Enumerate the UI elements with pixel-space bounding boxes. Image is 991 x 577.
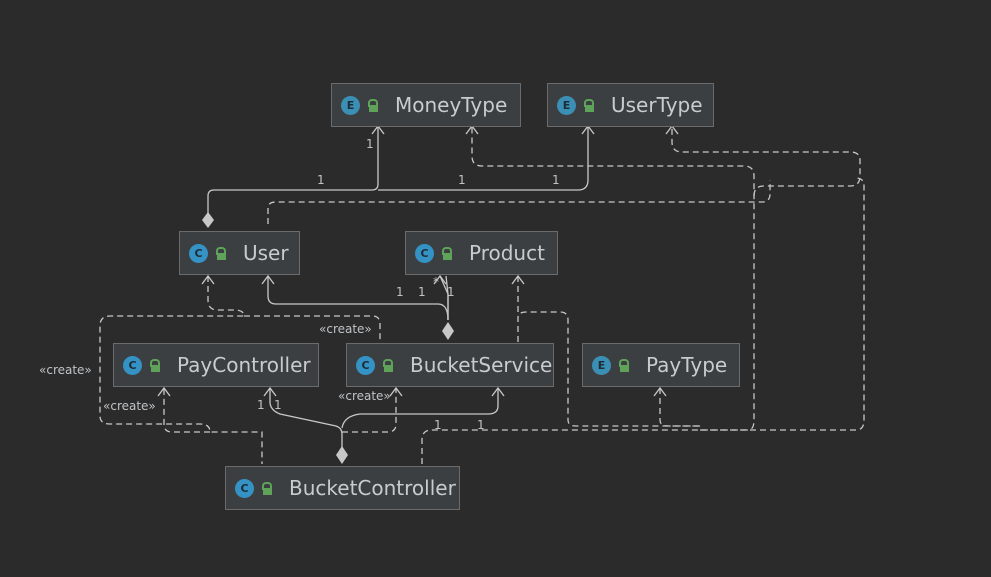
node-title: UserType <box>611 93 703 117</box>
enum-icon: E <box>592 355 611 375</box>
class-icon: C <box>235 478 254 498</box>
edge-user-usertype <box>378 126 589 191</box>
node-pay-controller[interactable]: C PayController <box>113 343 319 387</box>
edge-paycontroller-user <box>99 276 263 464</box>
edge-bucketcontroller-paytype <box>700 177 865 431</box>
multiplicity-label: 1 <box>447 285 455 299</box>
edge-user-to-right <box>267 180 771 224</box>
multiplicity-label: 1 <box>477 418 485 432</box>
node-bucket-service[interactable]: C BucketService <box>346 343 554 387</box>
stereotype-label: «create» <box>338 389 391 403</box>
arrowhead-bucketservice-2 <box>491 386 505 397</box>
lock-icon <box>261 482 272 495</box>
arrowhead-user-1 <box>201 274 215 285</box>
node-title: Product <box>469 241 545 265</box>
edge-bucketservice-product-dash <box>517 311 700 427</box>
arrowhead-paycontroller-2 <box>263 386 277 397</box>
node-title: BucketService <box>410 353 553 377</box>
multiplicity-label: * <box>433 275 439 289</box>
lock-icon <box>382 359 393 372</box>
node-user-type[interactable]: E UserType <box>547 83 714 127</box>
arrowhead-product-2 <box>511 274 525 285</box>
lock-icon <box>149 359 160 372</box>
diamond-bucketservice <box>442 322 454 340</box>
edge-bucketcontroller-paycontroller <box>269 388 343 450</box>
arrowhead-product-1 <box>433 274 447 285</box>
edge-bucketcontroller-create-bucket <box>342 388 397 433</box>
node-title: PayType <box>646 353 728 377</box>
diamond-bucketcontroller <box>336 446 348 464</box>
edge-bucketservice-product-2 <box>445 275 449 320</box>
arrowhead-user-2 <box>261 274 275 285</box>
edge-bucketcontroller-moneytype <box>421 126 755 464</box>
edge-bucketcontroller-paytype-2 <box>659 388 700 427</box>
edge-bucketcontroller-bucketservice <box>341 388 499 429</box>
lock-icon <box>215 247 226 260</box>
stereotype-label: «create» <box>39 363 92 377</box>
node-product[interactable]: C Product <box>405 231 558 275</box>
node-title: PayController <box>177 353 311 377</box>
multiplicity-label: 1 <box>274 398 282 412</box>
lock-icon <box>618 359 629 372</box>
multiplicity-label: 1 <box>458 173 466 187</box>
node-bucket-controller[interactable]: C BucketController <box>225 466 460 510</box>
multiplicity-label: 1 <box>257 398 265 412</box>
arrowhead-paycontroller-1 <box>157 386 171 397</box>
multiplicity-label: 1 <box>366 137 374 151</box>
node-title: User <box>243 241 289 265</box>
node-title: BucketController <box>289 476 456 500</box>
enum-icon: E <box>557 95 576 115</box>
stereotype-label: «create» <box>319 322 372 336</box>
node-title: MoneyType <box>395 93 508 117</box>
diamond-user <box>202 212 214 228</box>
lock-icon <box>367 99 378 112</box>
node-pay-type[interactable]: E PayType <box>582 343 740 387</box>
multiplicity-label: 1 <box>396 285 404 299</box>
edge-bucketservice-user <box>267 276 449 321</box>
lock-icon <box>441 247 452 260</box>
class-icon: C <box>189 243 208 263</box>
class-icon: C <box>356 355 375 375</box>
arrowhead-paytype <box>653 386 667 397</box>
multiplicity-label: 1 <box>434 418 442 432</box>
lock-icon <box>583 99 594 112</box>
multiplicity-label: 1 <box>418 285 426 299</box>
multiplicity-label: 1 <box>317 173 325 187</box>
node-user[interactable]: C User <box>179 231 300 275</box>
class-icon: C <box>123 355 142 375</box>
arrowhead-bucketservice-1 <box>389 386 403 397</box>
enum-icon: E <box>341 95 360 115</box>
edge-bucketservice-create-user <box>244 315 381 342</box>
edge-bucketcontroller-create-pay <box>163 388 210 433</box>
multiplicity-label: 1 <box>552 173 560 187</box>
edge-user-moneytype <box>207 126 379 224</box>
edge-bucketcontroller-usertype <box>671 126 861 197</box>
node-money-type[interactable]: E MoneyType <box>331 83 521 127</box>
class-icon: C <box>415 243 434 263</box>
stereotype-label: «create» <box>103 399 156 413</box>
